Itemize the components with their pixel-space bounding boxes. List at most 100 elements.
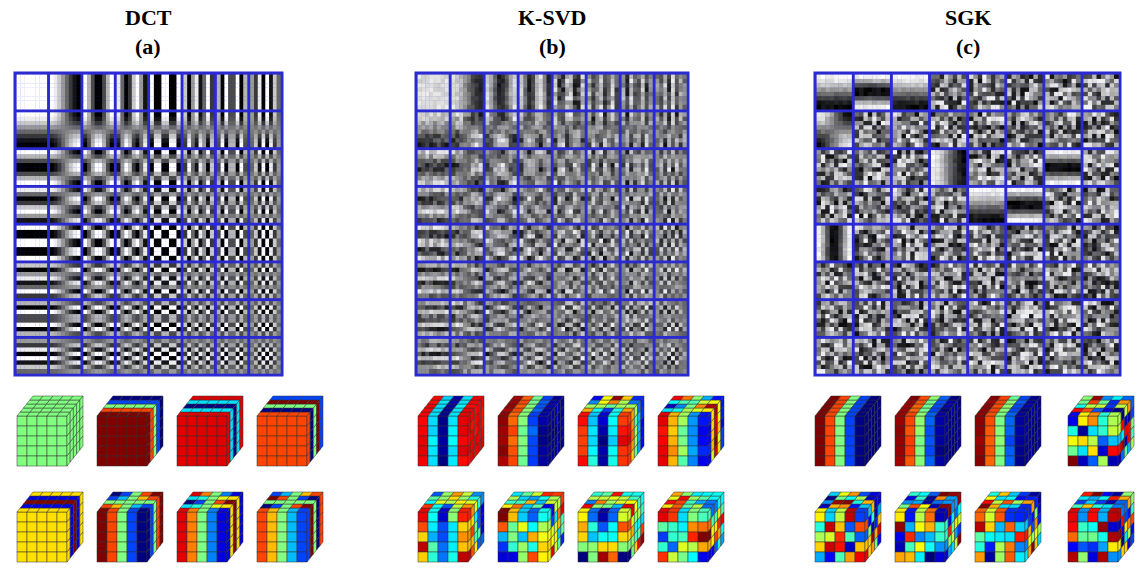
patch-pixel <box>106 163 110 168</box>
patch-pixel <box>195 167 199 172</box>
patch-pixel <box>195 88 199 93</box>
patch-pixel <box>91 105 95 110</box>
patch-pixel <box>195 105 199 110</box>
patch-pixel <box>191 154 195 159</box>
patch-pixel <box>20 218 24 223</box>
patch-pixel <box>187 134 191 139</box>
patch-pixel <box>76 176 80 181</box>
patch-pixel <box>183 143 187 148</box>
patch-pixel <box>117 150 121 155</box>
atom-patch <box>83 150 113 185</box>
patch-pixel <box>32 196 36 201</box>
patch-pixel <box>139 96 143 101</box>
patch-pixel <box>39 201 43 206</box>
patch-pixel <box>121 205 125 210</box>
patch-pixel <box>221 205 225 210</box>
patch-pixel <box>39 196 43 201</box>
patch-pixel <box>173 163 177 168</box>
patch-pixel <box>195 125 199 130</box>
patch-pixel <box>39 79 43 84</box>
patch-pixel <box>87 163 91 168</box>
patch-pixel <box>254 112 258 117</box>
patch-pixel <box>102 192 106 197</box>
patch-pixel <box>39 180 43 185</box>
patch-pixel <box>76 154 80 159</box>
patch-pixel <box>20 101 24 106</box>
patch-pixel <box>83 209 87 214</box>
patch-pixel <box>221 143 225 148</box>
patch-pixel <box>195 112 199 117</box>
patch-pixel <box>232 143 236 148</box>
patch-pixel <box>132 196 136 201</box>
patch-pixel <box>143 121 147 126</box>
patch-pixel <box>43 205 47 210</box>
patch-pixel <box>43 92 47 97</box>
patch-pixel <box>169 134 173 139</box>
patch-pixel <box>124 163 128 168</box>
patch-pixel <box>187 138 191 143</box>
patch-pixel <box>35 96 39 101</box>
patch-pixel <box>262 121 266 126</box>
patch-pixel <box>17 125 21 130</box>
patch-pixel <box>39 218 43 223</box>
patch-pixel <box>24 180 28 185</box>
patch-pixel <box>221 176 225 181</box>
patch-pixel <box>124 150 128 155</box>
patch-pixel <box>224 88 228 93</box>
patch-pixel <box>61 130 65 135</box>
patch-pixel <box>28 105 32 110</box>
patch-pixel <box>17 218 21 223</box>
patch-pixel <box>102 88 106 93</box>
patch-pixel <box>232 105 236 110</box>
patch-pixel <box>43 218 47 223</box>
patch-pixel <box>132 79 136 84</box>
patch-pixel <box>61 176 65 181</box>
patch-pixel <box>143 214 147 219</box>
patch-pixel <box>91 196 95 201</box>
patch-pixel <box>110 88 114 93</box>
patch-pixel <box>158 130 162 135</box>
patch-pixel <box>262 83 266 88</box>
patch-pixel <box>87 192 91 197</box>
patch-pixel <box>128 134 132 139</box>
patch-pixel <box>128 117 132 122</box>
patch-pixel <box>83 121 87 126</box>
patch-pixel <box>39 154 43 159</box>
patch-pixel <box>217 176 221 181</box>
patch-pixel <box>39 150 43 155</box>
patch-pixel <box>143 192 147 197</box>
patch-pixel <box>136 121 140 126</box>
patch-pixel <box>187 117 191 122</box>
patch-pixel <box>35 188 39 193</box>
patch-pixel <box>250 154 254 159</box>
patch-pixel <box>24 159 28 164</box>
patch-pixel <box>250 130 254 135</box>
patch-pixel <box>210 121 214 126</box>
patch-pixel <box>50 154 54 159</box>
patch-pixel <box>250 88 254 93</box>
patch-pixel <box>39 112 43 117</box>
patch-pixel <box>124 201 128 206</box>
patch-pixel <box>177 209 181 214</box>
patch-pixel <box>20 196 24 201</box>
patch-pixel <box>65 75 69 80</box>
patch-pixel <box>95 188 99 193</box>
patch-pixel <box>199 88 203 93</box>
patch-pixel <box>183 218 187 223</box>
patch-pixel <box>102 201 106 206</box>
patch-pixel <box>273 167 277 172</box>
patch-pixel <box>136 192 140 197</box>
patch-pixel <box>161 172 165 177</box>
patch-pixel <box>83 196 87 201</box>
patch-pixel <box>202 150 206 155</box>
patch-pixel <box>136 112 140 117</box>
patch-pixel <box>136 176 140 181</box>
patch-pixel <box>91 176 95 181</box>
patch-pixel <box>262 176 266 181</box>
patch-pixel <box>206 88 210 93</box>
patch-pixel <box>202 163 206 168</box>
patch-pixel <box>250 96 254 101</box>
patch-pixel <box>228 79 232 84</box>
patch-pixel <box>236 138 240 143</box>
patch-pixel <box>187 163 191 168</box>
